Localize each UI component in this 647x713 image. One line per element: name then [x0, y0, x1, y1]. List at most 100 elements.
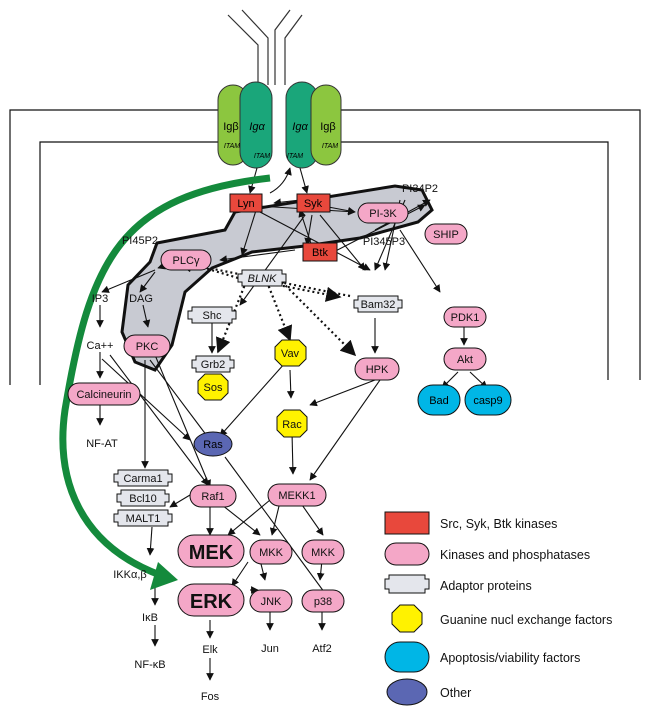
vav-label: Vav	[281, 348, 300, 360]
erk-node	[177, 583, 245, 617]
mek-node	[177, 534, 245, 568]
ras-label: Ras	[203, 439, 223, 451]
ip3-label: IP3	[92, 293, 109, 305]
ig-beta-right	[310, 84, 342, 166]
lipid-raft	[120, 184, 434, 372]
legend-label-kinase: Kinases and phosphatases	[440, 548, 590, 562]
ig-alpha-left	[239, 81, 273, 169]
lyn-node: Lyn	[229, 193, 263, 213]
ca-label: Ca++	[87, 340, 114, 352]
nfkb-label: NF-κB	[134, 659, 165, 671]
casp9-label: casp9	[473, 395, 502, 407]
calcineurin-label: Calcineurin	[76, 389, 131, 401]
ig-alpha-left-label: Igα	[249, 121, 265, 133]
itam-label-4: ITAM	[322, 143, 338, 150]
raf1-node	[189, 484, 237, 508]
blnk-label: BLNK	[248, 273, 277, 285]
legend-swatch-src	[384, 511, 430, 535]
antibody	[227, 9, 303, 85]
shc-label: Shc	[203, 310, 222, 322]
pi345p3-label: PI345P3	[363, 236, 405, 248]
malt1-node	[113, 509, 173, 527]
vav-node	[274, 339, 307, 367]
legend-swatch-other	[386, 678, 428, 706]
ig-beta-right-label: Igβ	[320, 121, 336, 133]
fos-label: Fos	[201, 691, 220, 703]
legend-swatch-adaptor	[384, 574, 430, 594]
jun-label: Jun	[261, 643, 279, 655]
jnk-label: JNK	[261, 596, 282, 608]
blnk-node	[237, 269, 287, 287]
p38-label: p38	[314, 596, 332, 608]
plcg-node	[160, 249, 212, 271]
ig-beta-left-label: Igβ	[223, 121, 239, 133]
pi3k-node	[357, 202, 409, 224]
bad-label: Bad	[429, 395, 449, 407]
pi3k-label: PI-3K	[369, 208, 397, 220]
pi34p2-label: PI34P2	[402, 183, 438, 195]
cell-membrane	[9, 109, 641, 385]
legend-label-apoptosis: Apoptosis/viability factors	[440, 651, 580, 665]
legend: Src, Syk, Btk kinases Kinases and phosph…	[384, 511, 612, 706]
mkk2-node	[301, 539, 345, 565]
mkk1-label: MKK	[259, 547, 284, 559]
legend-label-other: Other	[440, 686, 471, 700]
akt-label: Akt	[457, 354, 473, 366]
text-labels: PI45P2 PI34P2 PI345P3 IP3 DAG Ca++ NF-AT…	[86, 183, 438, 703]
legend-swatch-kinase	[384, 542, 430, 566]
pdk1-label: PDK1	[451, 312, 480, 324]
legend-label-gef: Guanine nucl exchange factors	[440, 613, 612, 627]
gef-nodes	[197, 339, 308, 438]
green-arrowhead	[150, 562, 178, 590]
itam-label-1: ITAM	[224, 143, 240, 150]
itam-label-3: ITAM	[287, 153, 303, 160]
pi45p2-label: PI45P2	[122, 235, 158, 247]
mekk1-label: MEKK1	[278, 490, 315, 502]
bad-node	[417, 384, 461, 416]
nfat-label: NF-AT	[86, 438, 118, 450]
adaptor-nodes	[113, 269, 403, 527]
btk-label: Btk	[312, 247, 328, 259]
gef-labels: Sos Vav Rac	[204, 348, 303, 431]
bcl10-node	[116, 489, 170, 507]
bcl10-label: Bcl10	[129, 493, 157, 505]
erk-label: ERK	[190, 591, 233, 613]
sos-label: Sos	[204, 382, 223, 394]
legend-swatch-gef	[391, 604, 423, 633]
ikb-label: IκB	[142, 612, 158, 624]
p38-node	[301, 589, 345, 613]
malt1-label: MALT1	[126, 513, 161, 525]
rac-label: Rac	[282, 419, 302, 431]
pkc-node	[123, 334, 171, 358]
rac-node	[276, 409, 308, 438]
ras-node	[193, 431, 233, 457]
btk-node: Btk	[302, 242, 338, 262]
mekk1-node	[267, 483, 327, 507]
bcr-receptor: Igβ Igα Igα Igβ ITAM ITAM ITAM ITAM	[217, 81, 342, 169]
legend-swatch-apoptosis	[384, 641, 430, 673]
plcg-label: PLCγ	[173, 255, 200, 267]
carma1-label: Carma1	[123, 473, 162, 485]
ship-node	[424, 223, 468, 245]
itam-label-2: ITAM	[254, 153, 270, 160]
legend-label-adaptor: Adaptor proteins	[440, 579, 532, 593]
dag-label: DAG	[129, 293, 153, 305]
akt-node	[443, 347, 487, 371]
lyn-label: Lyn	[237, 198, 254, 210]
apoptosis-nodes	[417, 384, 512, 416]
pkc-label: PKC	[136, 341, 159, 353]
kinase-labels: PI-3K SHIP PLCγ PDK1 Akt PKC HPK Calcine…	[76, 208, 479, 613]
ship-label: SHIP	[433, 229, 459, 241]
syk-label: Syk	[304, 198, 323, 210]
sos-node	[197, 373, 229, 401]
mkk2-label: MKK	[311, 547, 336, 559]
jnk-node	[249, 589, 293, 613]
mkk1-node	[249, 539, 293, 565]
elk-label: Elk	[202, 644, 218, 656]
green-arrow	[59, 174, 271, 579]
raf1-label: Raf1	[201, 491, 224, 503]
bam32-label: Bam32	[361, 299, 396, 311]
syk-node: Syk	[296, 193, 331, 213]
kinase-nodes	[67, 202, 487, 617]
